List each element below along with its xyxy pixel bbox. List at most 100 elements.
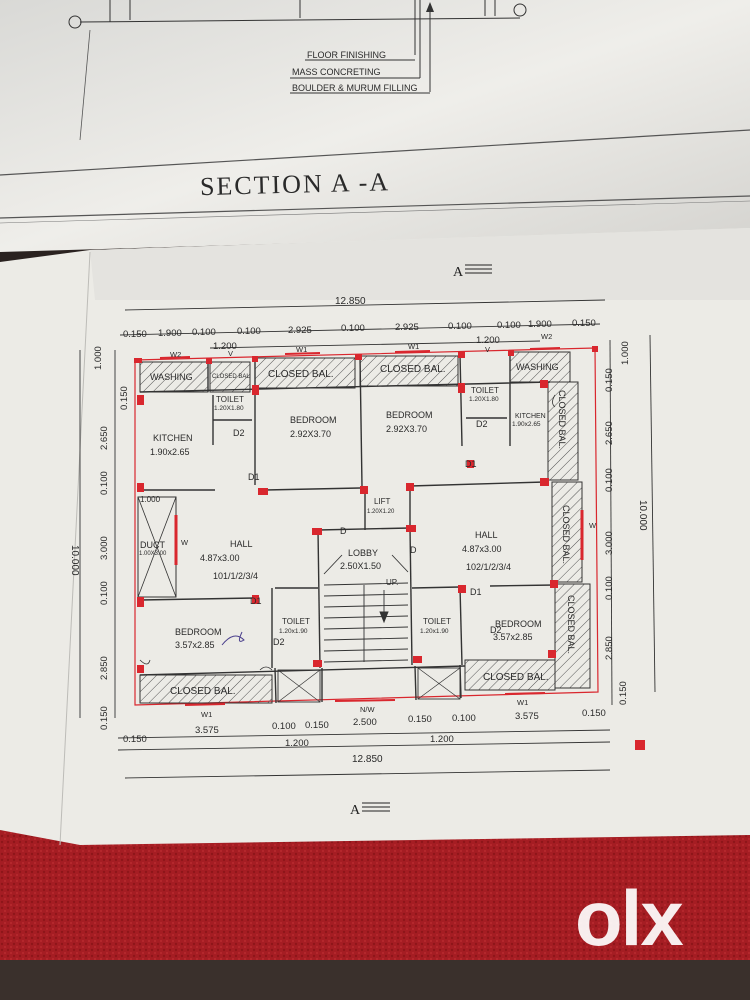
label-closed-bal-right-lower: CLOSED BAL. <box>566 595 576 654</box>
svg-text:1.200: 1.200 <box>476 335 500 346</box>
label-hall-left-size: 4.87x3.00 <box>200 553 240 563</box>
svg-text:0.100: 0.100 <box>448 321 472 332</box>
label-bedroom-tl-size: 2.92X3.70 <box>290 429 331 439</box>
svg-text:0.100: 0.100 <box>272 721 296 732</box>
section-marker-bottom-lines <box>362 802 390 812</box>
tag-w-right: W <box>589 521 597 530</box>
plan-sheet <box>0 228 750 846</box>
svg-text:0.100: 0.100 <box>192 327 216 338</box>
svg-text:0.150: 0.150 <box>604 368 615 392</box>
tag-d2-bl: D2 <box>273 637 285 647</box>
section-marker-top-lines <box>465 264 492 274</box>
label-bedroom-bl: BEDROOM <box>175 627 222 637</box>
svg-text:3.000: 3.000 <box>604 531 615 555</box>
svg-text:0.150: 0.150 <box>582 708 606 719</box>
label-closed-bal-top-right: CLOSED BAL. <box>380 364 446 375</box>
svg-text:0.100: 0.100 <box>497 320 521 331</box>
tag-w1-t1: W1 <box>296 345 307 354</box>
label-closed-bal-right-upper: CLOSED BAL. <box>557 390 567 449</box>
label-bedroom-tr: BEDROOM <box>386 410 433 420</box>
left-dims: 1.000 0.150 2.650 0.100 3.000 0.100 2.85… <box>93 346 130 730</box>
olx-watermark: olx <box>575 874 685 962</box>
label-kitchen-right: KITCHEN <box>515 413 546 420</box>
label-toilet-tr: TOILET <box>471 386 499 395</box>
door-swing-marks <box>139 394 556 671</box>
label-bedroom-br-size: 3.57x2.85 <box>493 632 533 642</box>
svg-text:1.000: 1.000 <box>620 341 631 365</box>
label-kitchen-left-size: 1.90x2.65 <box>150 447 190 457</box>
svg-text:1.200: 1.200 <box>430 734 454 745</box>
label-closed-bal-bottom-left: CLOSED BAL. <box>170 686 236 697</box>
label-toilet-br-size: 1.20x1.90 <box>420 628 449 635</box>
label-hall-right-units: 102/1/2/3/4 <box>466 562 511 572</box>
svg-text:0.150: 0.150 <box>99 706 110 730</box>
svg-text:0.100: 0.100 <box>237 326 261 337</box>
label-lobby-size: 2.50X1.50 <box>340 561 381 571</box>
tag-w1-bl: W1 <box>201 710 212 719</box>
svg-text:0.150: 0.150 <box>305 720 329 731</box>
tag-v-tr: V <box>485 345 490 354</box>
label-kitchen-left: KITCHEN <box>153 433 193 443</box>
tag-d2-tr: D2 <box>476 419 488 429</box>
tag-v-tl: V <box>228 349 233 358</box>
label-lift: LIFT <box>374 497 391 506</box>
tag-d1-tl: D1 <box>248 472 260 482</box>
red-carpet <box>0 820 750 970</box>
tag-nw: N/W <box>360 705 376 714</box>
label-washing-left: WASHING <box>150 372 193 382</box>
label-bedroom-br: BEDROOM <box>495 619 542 629</box>
tag-d2-tl: D2 <box>233 428 245 438</box>
overall-width-top: 12.850 <box>335 296 366 307</box>
label-closed-bal-small: CLOSED BAL <box>212 374 250 380</box>
svg-text:2.500: 2.500 <box>353 717 377 728</box>
svg-text:3.000: 3.000 <box>99 536 110 560</box>
section-marker-top: A <box>453 265 464 280</box>
label-toilet-br: TOILET <box>423 617 451 626</box>
label-duct-dim: 1.000 <box>140 495 161 504</box>
svg-text:2.850: 2.850 <box>99 656 110 680</box>
tag-d-lift-right: D <box>410 545 417 555</box>
section-title: SECTION A -A <box>200 167 391 201</box>
label-toilet-tl-size: 1.20X1.80 <box>214 405 244 412</box>
overall-depth-left: 10.000 <box>69 545 80 576</box>
label-toilet-bl-size: 1.20x1.90 <box>279 628 308 635</box>
tag-d1-bl: D1 <box>250 596 262 606</box>
svg-text:0.150: 0.150 <box>618 681 629 705</box>
tag-w1-t2: W1 <box>408 342 419 351</box>
bottom-dims: 0.150 3.575 0.100 0.150 2.500 0.150 0.10… <box>123 708 606 749</box>
label-washing-right: WASHING <box>516 362 559 372</box>
svg-text:0.100: 0.100 <box>99 471 110 495</box>
tag-w2-tl: W2 <box>170 350 181 359</box>
top-dims: 0.150 1.900 0.100 0.100 2.925 0.100 2.92… <box>123 318 596 352</box>
label-stair-up: UP. <box>386 578 398 587</box>
label-lift-size: 1.20X1.20 <box>367 509 395 515</box>
label-hall-right: HALL <box>475 530 498 540</box>
label-bedroom-tl: BEDROOM <box>290 415 337 425</box>
label-kitchen-right-size: 1.90x2.65 <box>512 421 541 428</box>
label-duct-size: 1.00X3.00 <box>139 551 167 557</box>
layer-mass-concreting: MASS CONCRETING <box>292 67 381 77</box>
svg-text:1.900: 1.900 <box>528 319 552 330</box>
svg-text:1.200: 1.200 <box>285 738 309 749</box>
tag-d2-br: D2 <box>490 625 502 635</box>
svg-text:2.925: 2.925 <box>395 322 419 333</box>
svg-text:olx: olx <box>575 874 683 962</box>
upper-sheet <box>0 0 750 252</box>
floor-plan <box>134 346 645 750</box>
svg-text:0.100: 0.100 <box>604 576 615 600</box>
svg-text:2.850: 2.850 <box>604 636 615 660</box>
tag-d1-tr: D1 <box>465 459 477 469</box>
label-hall-left-units: 101/1/2/3/4 <box>213 571 258 581</box>
tag-w1-br: W1 <box>517 698 528 707</box>
right-dims: 1.000 0.150 2.650 0.100 3.000 0.100 2.85… <box>604 341 631 705</box>
overall-depth-right: 10.000 <box>637 500 648 531</box>
label-closed-bal-right-mid: CLOSED BAL. <box>561 505 571 564</box>
floor-edge <box>0 960 750 1000</box>
label-bedroom-tr-size: 2.92X3.70 <box>386 424 427 434</box>
svg-text:3.575: 3.575 <box>195 725 219 736</box>
svg-text:0.150: 0.150 <box>408 714 432 725</box>
svg-text:2.650: 2.650 <box>99 426 110 450</box>
svg-text:1.000: 1.000 <box>93 346 104 370</box>
label-hall-left: HALL <box>230 539 253 549</box>
svg-text:3.575: 3.575 <box>515 711 539 722</box>
